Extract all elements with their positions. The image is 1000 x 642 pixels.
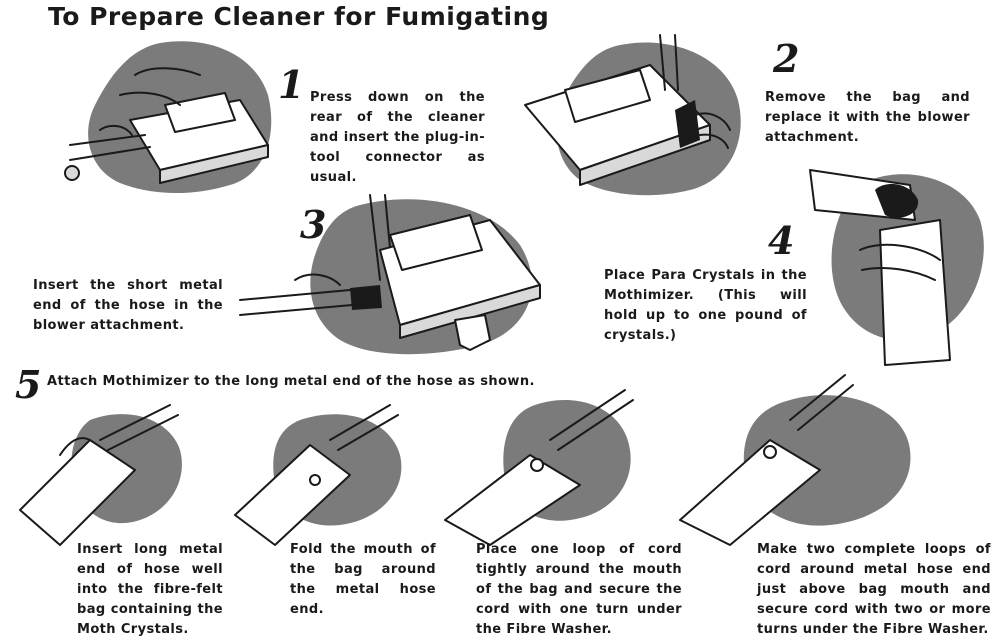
step-2-text: Remove the bag and replace it with the b…	[765, 90, 970, 145]
substep-1-illustration	[19, 404, 182, 546]
step-4-text: Place Para Crystals in the Mothimizer. (…	[604, 268, 807, 343]
substep-3-text: Place one loop of cord tightly around th…	[476, 542, 682, 637]
step-2-number: 2	[773, 36, 800, 81]
substep-1-text: Insert long metal end of hose well into …	[77, 542, 223, 637]
step-2-illustration	[524, 34, 741, 196]
substep-2-illustration	[234, 404, 402, 546]
step-4-illustration	[809, 169, 984, 366]
page-title: To Prepare Cleaner for Fumigating	[48, 2, 550, 31]
step-1-illustration	[64, 41, 272, 194]
substep-3-illustration	[444, 389, 634, 546]
step-4-number: 4	[768, 218, 795, 263]
step-5-text: Attach Mothimizer to the long metal end …	[47, 374, 535, 389]
step-1-number: 1	[278, 62, 305, 107]
step-3-number: 3	[300, 202, 327, 247]
step-3-illustration	[239, 194, 541, 355]
step-5-number: 5	[15, 362, 42, 407]
step-3-text: Insert the short metal end of the hose i…	[33, 278, 223, 333]
step-1-text: Press down on the rear of the cleaner an…	[310, 90, 485, 185]
substep-2-text: Fold the mouth of the bag around the met…	[290, 542, 436, 617]
substep-4-illustration	[679, 374, 911, 546]
substep-4-text: Make two complete loops of cord around m…	[757, 542, 991, 637]
